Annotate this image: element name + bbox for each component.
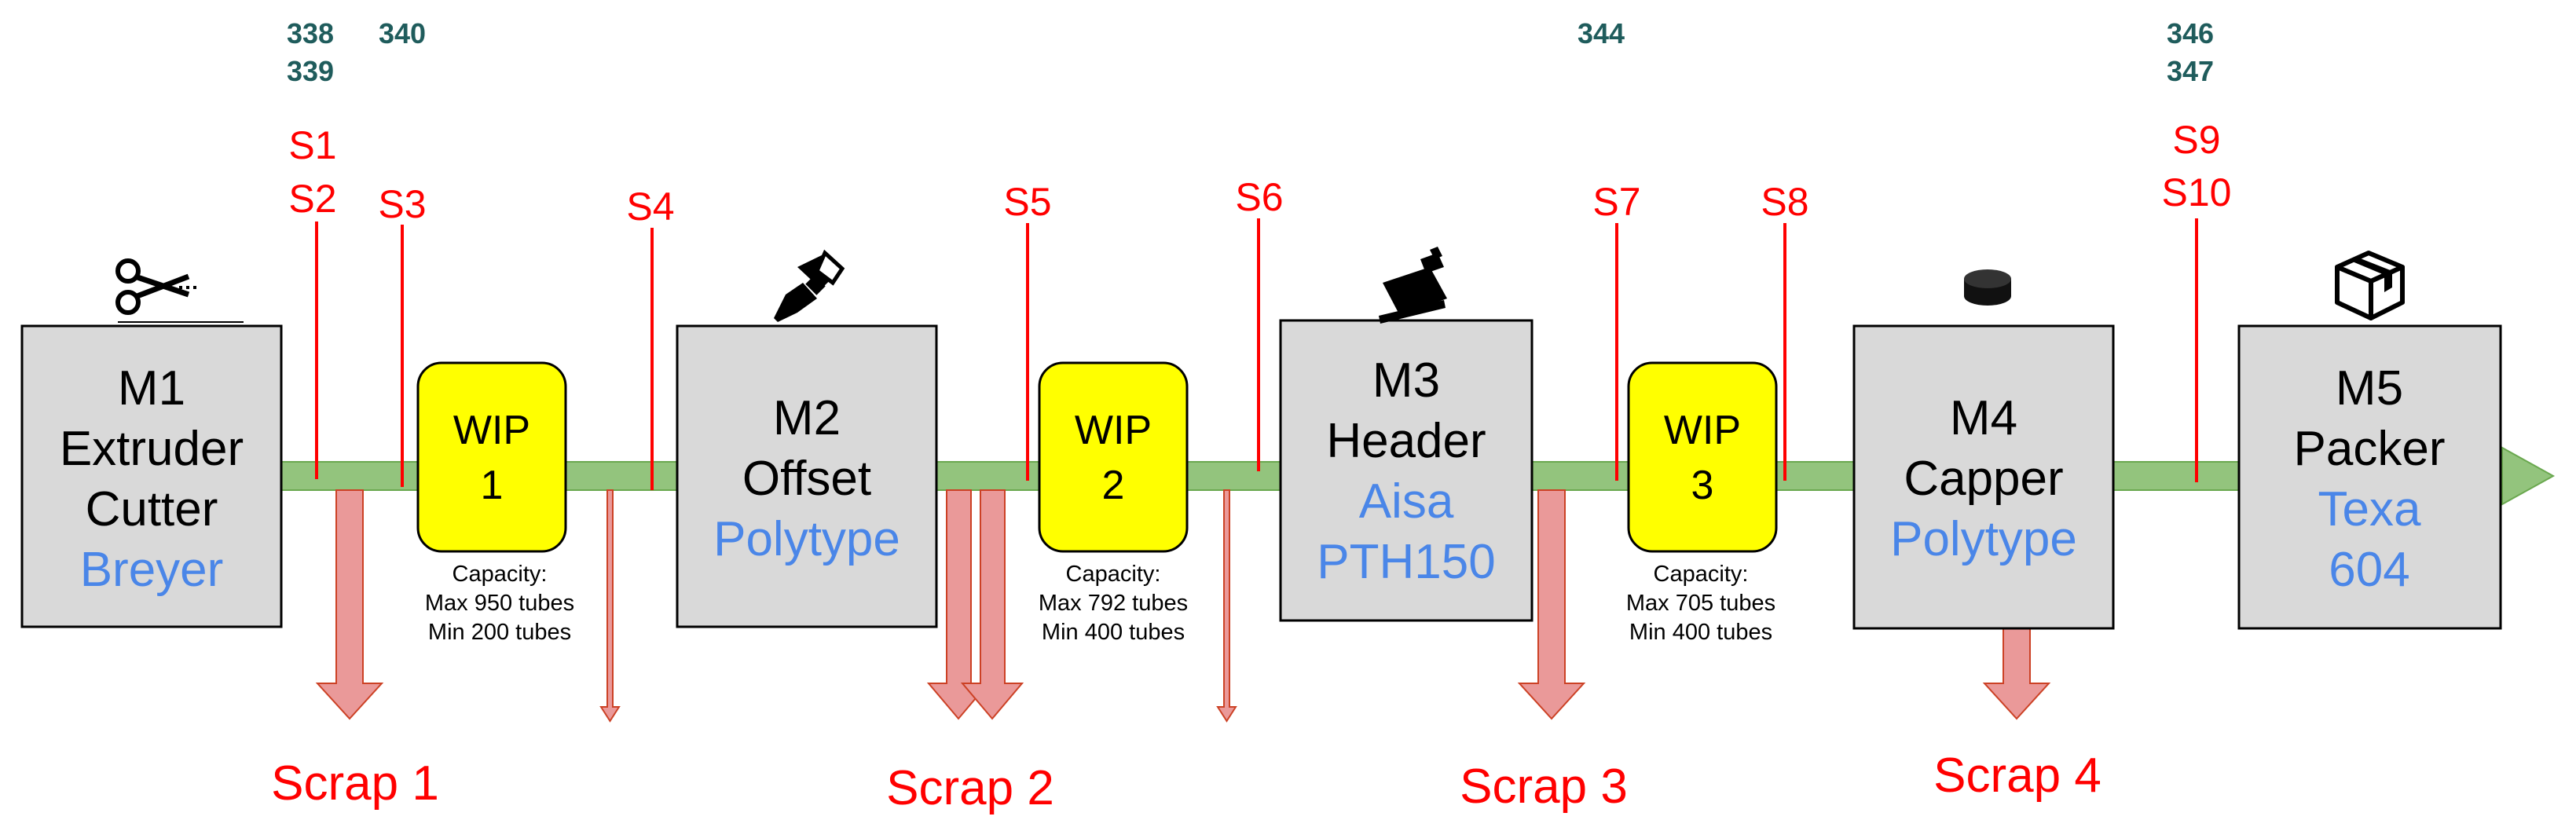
m3-vendor-1: Aisa [1359, 474, 1454, 529]
machine-m2: M2 Offset Polytype [676, 324, 938, 628]
m4-type: Capper [1904, 452, 2063, 506]
wip-buffer-2: WIP 2 Capacity: Max 792 tubes Min 400 tu… [1038, 361, 1189, 645]
scrap-arrow-4 [1982, 628, 2051, 720]
wip1-number: 1 [481, 463, 504, 508]
wip2-label: WIP [1075, 408, 1152, 453]
m1-name: M1 [118, 361, 185, 416]
m1-vendor: Breyer [80, 543, 224, 597]
m5-vendor-2: 604 [2329, 543, 2409, 597]
wip-buffer-3: WIP 3 Capacity: Max 705 tubes Min 400 tu… [1626, 361, 1778, 645]
wip1-capacity-min: Min 200 tubes [428, 620, 571, 645]
wip1-capacity-label: Capacity: [453, 562, 548, 587]
wip3-number: 3 [1691, 463, 1714, 508]
wip2-number: 2 [1102, 463, 1125, 508]
scrap-arrow-small-1 [599, 489, 621, 723]
m3-name: M3 [1372, 353, 1440, 408]
sensor-label-s8: S8 [1761, 180, 1808, 224]
m1-type-1: Extruder [60, 422, 244, 476]
wip1-capacity-max: Max 950 tubes [425, 591, 574, 616]
wip3-capacity-label: Capacity: [1654, 562, 1749, 587]
tag-346: 346 [2167, 17, 2214, 49]
tag-338: 338 [287, 17, 334, 49]
tag-340: 340 [379, 17, 426, 49]
scrap-arrow-small-2 [1216, 489, 1237, 723]
sensor-label-s7: S7 [1592, 180, 1640, 224]
wip2-capacity-max: Max 792 tubes [1039, 591, 1188, 616]
wip3-capacity-min: Min 400 tubes [1629, 620, 1772, 645]
scissors-icon [115, 258, 244, 323]
scrap-arrow-3 [1517, 489, 1586, 720]
conveyor-arrowhead [2501, 446, 2556, 506]
sensor-label-s6: S6 [1235, 175, 1283, 219]
sensor-lines [315, 218, 2198, 490]
sensor-label-s4: S4 [626, 185, 674, 229]
wip2-capacity-min: Min 400 tubes [1042, 620, 1185, 645]
m5-type: Packer [2294, 422, 2446, 476]
machine-m4: M4 Capper Polytype [1852, 324, 2115, 630]
scrap-label-3: Scrap 3 [1460, 760, 1628, 814]
box-icon [2335, 251, 2405, 320]
sensor-label-s2: S2 [288, 177, 336, 221]
machine-m3: M3 Header Aisa PTH150 [1279, 319, 1534, 622]
machine-m1: M1 Extruder Cutter Breyer [20, 324, 283, 628]
wip1-label: WIP [453, 408, 530, 453]
sensor-label-s1: S1 [288, 123, 336, 167]
scrap-label-4: Scrap 4 [1933, 749, 2101, 803]
m2-vendor: Polytype [713, 512, 900, 566]
m3-type: Header [1326, 414, 1486, 468]
sensor-label-s3: S3 [378, 182, 426, 226]
scrap-arrow-1 [315, 489, 384, 720]
sensor-label-s9: S9 [2172, 118, 2220, 162]
wip3-capacity-max: Max 705 tubes [1626, 591, 1775, 616]
scrap-arrow-2b [960, 489, 1024, 720]
wip-buffer-1: WIP 1 Capacity: Max 950 tubes Min 200 tu… [416, 361, 574, 645]
m3-vendor-2: PTH150 [1317, 535, 1495, 589]
wip3-label: WIP [1664, 408, 1741, 453]
m1-type-2: Cutter [86, 482, 218, 536]
spray-head-icon [1379, 247, 1447, 324]
wip2-capacity-label: Capacity: [1066, 562, 1161, 587]
paintbrush-icon [774, 249, 845, 322]
sensor-label-s10: S10 [2162, 170, 2232, 214]
tag-344: 344 [1577, 17, 1625, 49]
scrap-arrow-2a [926, 489, 991, 720]
cap-icon [1964, 269, 2011, 306]
m4-vendor: Polytype [1890, 512, 2077, 566]
m4-name: M4 [1950, 391, 2017, 445]
tag-339: 339 [287, 55, 334, 87]
sensor-label-s5: S5 [1003, 180, 1051, 224]
machine-m5: M5 Packer Texa 604 [2237, 324, 2502, 630]
m5-name: M5 [2336, 361, 2403, 416]
scrap-label-1: Scrap 1 [271, 756, 439, 811]
scrap-label-2: Scrap 2 [886, 761, 1054, 815]
m2-type: Offset [742, 452, 871, 506]
m2-name: M2 [773, 391, 841, 445]
tag-347: 347 [2167, 55, 2214, 87]
m5-vendor-1: Texa [2318, 482, 2421, 536]
